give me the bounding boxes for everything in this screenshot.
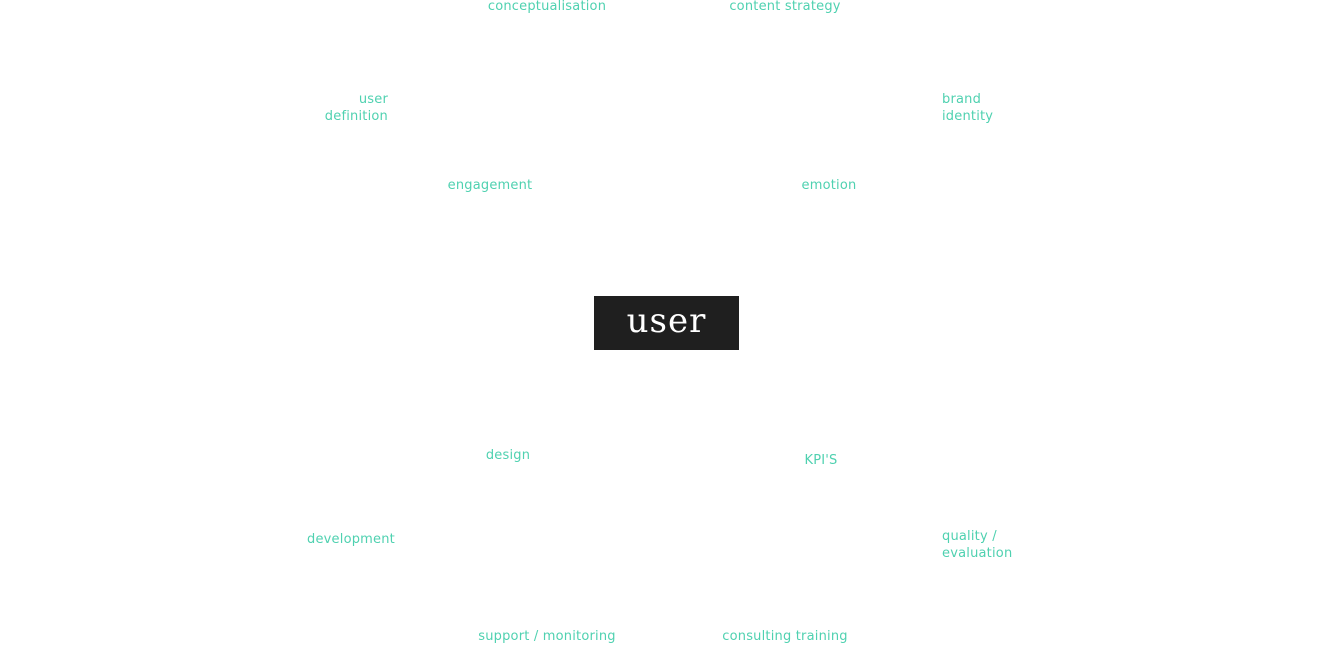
node-brand-identity: brand identity — [942, 91, 993, 125]
node-quality-evaluation-line-1: quality / — [942, 529, 997, 544]
node-development: development — [307, 532, 395, 547]
node-content-strategy: content strategy — [729, 0, 841, 14]
center-node-user: user — [594, 296, 739, 350]
node-emotion: emotion — [801, 178, 857, 193]
node-support-monitoring: support / monitoring — [478, 629, 616, 644]
node-brand-identity-line-2: identity — [942, 109, 994, 124]
node-user-definition-line-1: user — [358, 92, 388, 107]
node-brand-identity-line-1: brand — [942, 92, 982, 107]
node-user-definition: user definition — [310, 91, 388, 125]
node-conceptualisation: conceptualisation — [487, 0, 607, 14]
node-quality-evaluation-line-2: evaluation — [942, 546, 1013, 561]
node-user-definition-line-2: definition — [324, 109, 388, 124]
node-kpis: KPI'S — [804, 453, 838, 468]
node-engagement: engagement — [447, 178, 533, 193]
node-consulting-training: consulting training — [722, 629, 848, 644]
node-design: design — [485, 448, 531, 463]
node-quality-evaluation: quality / evaluation — [942, 528, 1012, 562]
